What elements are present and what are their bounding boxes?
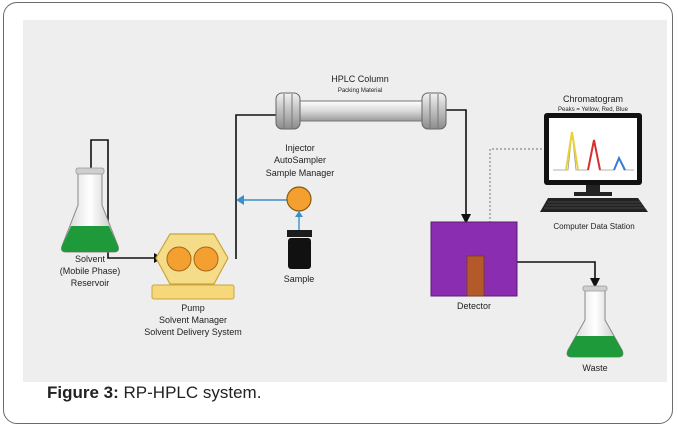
pump-label-line3: Solvent Delivery System	[144, 327, 242, 337]
sample-label: Sample	[284, 274, 315, 284]
waste-flask	[566, 285, 624, 358]
injector-label-line2: AutoSampler	[274, 155, 326, 165]
detector	[430, 221, 518, 297]
tube-reservoir-to-pump	[90, 139, 160, 259]
station-label: Computer Data Station	[553, 222, 634, 231]
column-title: HPLC Column	[331, 74, 389, 84]
hplc-diagram: HPLC Column Packing Material Injector Au…	[60, 74, 648, 373]
reservoir-flask	[61, 167, 119, 253]
injector-label-line1: Injector	[285, 143, 315, 153]
detector-label: Detector	[457, 301, 491, 311]
injector-label-line3: Sample Manager	[266, 168, 335, 178]
reservoir-label-line2: (Mobile Phase)	[60, 266, 121, 276]
waste-label: Waste	[582, 363, 607, 373]
pump-label-line1: Pump	[181, 303, 205, 313]
sample-arrowhead	[295, 211, 303, 217]
tube-pump-to-column	[235, 114, 282, 259]
hplc-column	[275, 92, 447, 130]
caption-prefix: Figure 3:	[47, 383, 119, 402]
caption-text: RP-HPLC system.	[118, 383, 262, 402]
inject-arrowhead	[236, 195, 244, 205]
chromatogram-title: Chromatogram	[563, 94, 623, 104]
arrow-to-waste	[590, 278, 600, 288]
chromatogram-subtitle: Peaks = Yellow, Red, Blue	[558, 107, 629, 113]
reservoir-label-line1: Solvent	[75, 254, 106, 264]
data-cable	[489, 148, 544, 223]
pump-label-line2: Solvent Manager	[159, 315, 227, 325]
peak-red	[587, 139, 601, 171]
figure-caption: Figure 3: RP-HPLC system.	[47, 383, 261, 403]
injector-ball	[286, 186, 312, 212]
column-subtitle: Packing Material	[338, 88, 382, 94]
sample-vial	[287, 230, 312, 269]
pump	[151, 233, 235, 300]
arrow-into-detector	[461, 214, 471, 224]
peak-yellow	[565, 131, 579, 171]
keyboard	[540, 198, 648, 212]
monitor	[544, 113, 642, 196]
tube-column-to-detector	[446, 109, 467, 221]
peak-blue	[613, 155, 626, 171]
reservoir-label-line3: Reservoir	[71, 278, 110, 288]
